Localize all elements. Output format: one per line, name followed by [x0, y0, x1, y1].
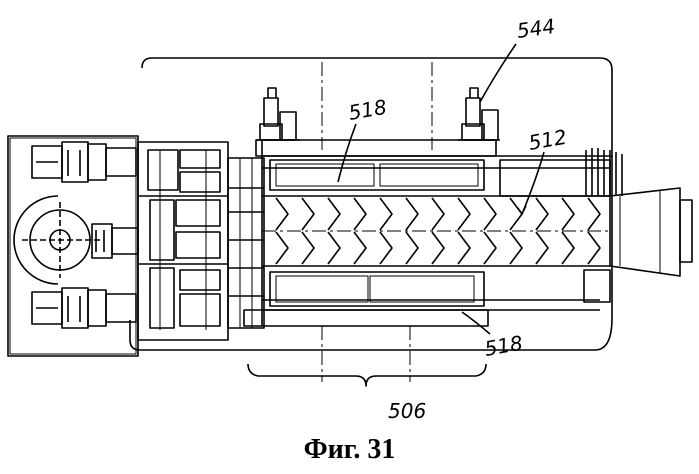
ref-label-506: 506 [388, 399, 426, 423]
drive-rotor [14, 196, 100, 284]
barrel-housing [244, 140, 612, 326]
brace-506 [248, 364, 486, 386]
gearbox [138, 142, 228, 340]
left-bracket [256, 88, 300, 140]
ref-label-544: 544 [515, 14, 556, 43]
heater-block-lower [270, 272, 484, 306]
middle-coupling [92, 224, 138, 258]
ref-label-518-bottom: 518 [483, 331, 525, 361]
leader-518-top [338, 124, 356, 182]
leader-518-bottom [462, 312, 490, 334]
right-bracket [458, 88, 500, 140]
shaft-transition [228, 158, 264, 328]
upper-motor [32, 142, 136, 182]
ref-label-518-top: 518 [347, 95, 389, 125]
right-end-flange [500, 148, 622, 302]
nozzle-cone [610, 188, 692, 276]
lower-motor [32, 288, 136, 328]
figure-caption: Фиг. 31 [0, 434, 699, 466]
extruder-screw [262, 196, 610, 266]
ref-label-512: 512 [527, 125, 569, 155]
leader-544 [480, 44, 516, 102]
drive-block-left [8, 136, 138, 356]
